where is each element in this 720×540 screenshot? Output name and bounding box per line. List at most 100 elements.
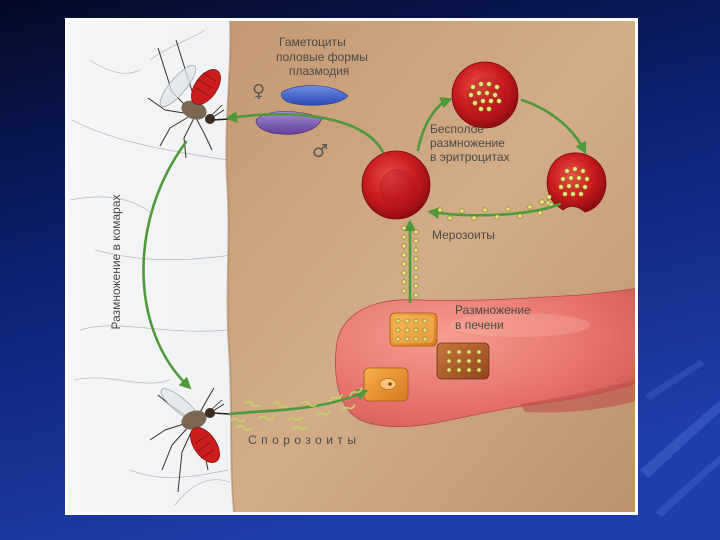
parasite-dot — [413, 274, 419, 280]
parasite-dot — [574, 183, 580, 189]
parasite-dot — [517, 213, 523, 219]
female-gametocyte — [281, 85, 349, 106]
parasite-dot — [476, 349, 482, 355]
sporozoite — [258, 415, 274, 421]
sporozoite — [292, 425, 308, 431]
mosquito-cycle-label: Размножение в комарах — [109, 195, 123, 330]
sporozoite-in-cell — [388, 382, 392, 386]
mosquito-abdomen-stripes — [195, 72, 217, 96]
parasite-dot — [404, 336, 410, 342]
parasite-dot — [494, 214, 500, 220]
mosquito-wing — [159, 65, 197, 107]
sporozoite — [301, 400, 317, 408]
erythrocyte-body — [546, 152, 607, 213]
mosquito-abdomen-blood — [190, 427, 220, 463]
parasite-dot — [413, 327, 419, 333]
parasite-dot — [486, 106, 492, 112]
mosquito-head — [205, 408, 215, 418]
parasite-dot — [413, 265, 419, 271]
parasite-dot — [539, 199, 545, 205]
parasite-dot — [471, 215, 477, 221]
skin-hair — [74, 377, 171, 384]
liver-cell-parasites — [395, 318, 428, 342]
cycle-arrows — [142, 97, 587, 416]
mosquito-bottom — [149, 387, 230, 493]
parasite-dot — [476, 90, 482, 96]
life-cycle-illustration: ♀ ♂ — [68, 21, 635, 512]
skin-hair — [94, 249, 233, 261]
parasite-dot — [447, 215, 453, 221]
parasite-dot — [476, 367, 482, 373]
parasite-dot — [456, 349, 462, 355]
parasite-dot — [488, 98, 494, 104]
sporozoite — [329, 393, 343, 403]
parasite-dot — [486, 81, 492, 87]
parasite-dot — [580, 168, 586, 174]
arrow-trophozoite-to-schizont — [520, 98, 587, 155]
parasite-dot — [478, 81, 484, 87]
parasite-dot — [437, 207, 443, 213]
parasite-dot — [459, 208, 465, 214]
parasite-dot — [537, 210, 543, 216]
liver — [335, 288, 635, 428]
parasite-dot — [560, 176, 566, 182]
skin-hair — [149, 29, 206, 61]
mosquito-proboscis — [212, 118, 230, 121]
erythrocyte-concavity — [379, 169, 417, 207]
erythrocyte-center — [361, 150, 431, 220]
parasite-dot — [413, 229, 419, 235]
mosquito-thorax — [181, 100, 207, 120]
parasite-dot — [572, 166, 578, 172]
sporozoite — [244, 400, 260, 408]
parasite-dot — [422, 336, 428, 342]
parasite-dot — [480, 98, 486, 104]
mosquito-leg — [149, 421, 191, 441]
parasite-dot — [576, 175, 582, 181]
parasite-dot — [446, 367, 452, 373]
background-streak — [655, 455, 720, 517]
parasite-dot — [466, 349, 472, 355]
parasite-dot — [562, 191, 568, 197]
merozoites-released — [539, 166, 590, 208]
parasite-dot — [401, 243, 407, 249]
parasite-dot — [564, 168, 570, 174]
parasite-dot — [570, 191, 576, 197]
parasite-dot — [466, 367, 472, 373]
parasite-dot — [413, 238, 419, 244]
background-streak — [645, 360, 705, 400]
parasite-dot — [472, 100, 478, 106]
gametocytes-label-line-3: плазмодия — [289, 64, 349, 78]
skin-hair — [129, 469, 229, 478]
parasite-dot — [476, 358, 482, 364]
parasite-dot — [568, 175, 574, 181]
parasite-dot — [468, 92, 474, 98]
sporozoite — [315, 410, 331, 418]
arrow-erythrocyte-to-trophozoite — [416, 97, 453, 152]
parasite-dot — [470, 84, 476, 90]
mosquito-leg — [183, 117, 195, 159]
liver-label-line-1: Размножение — [455, 303, 531, 317]
parasite-dot — [401, 252, 407, 258]
mosquito-leg — [195, 117, 213, 151]
parasite-dot — [484, 90, 490, 96]
parasite-dot — [492, 92, 498, 98]
sporozoites — [230, 387, 363, 431]
liver-cell-parasites — [446, 349, 482, 373]
liver-cell-nucleus — [379, 378, 397, 390]
liver-cell-schizont — [436, 342, 490, 380]
erythrocyte-label-line-2: размножение — [430, 136, 505, 150]
parasite-dot — [395, 327, 401, 333]
mosquito-thorax — [181, 410, 207, 430]
skin-hair — [89, 59, 141, 74]
parasite-dot — [527, 204, 533, 210]
parasite-dot — [545, 200, 551, 206]
sporozoite — [340, 404, 356, 412]
parasite-dot — [566, 183, 572, 189]
parasite-dot — [395, 336, 401, 342]
mosquito-leg — [159, 115, 191, 147]
parasite-dot — [401, 279, 407, 285]
sporozoite — [349, 387, 363, 397]
parasite-dot — [446, 349, 452, 355]
mosquito-antenna — [211, 104, 225, 118]
parasite-dot — [446, 358, 452, 364]
